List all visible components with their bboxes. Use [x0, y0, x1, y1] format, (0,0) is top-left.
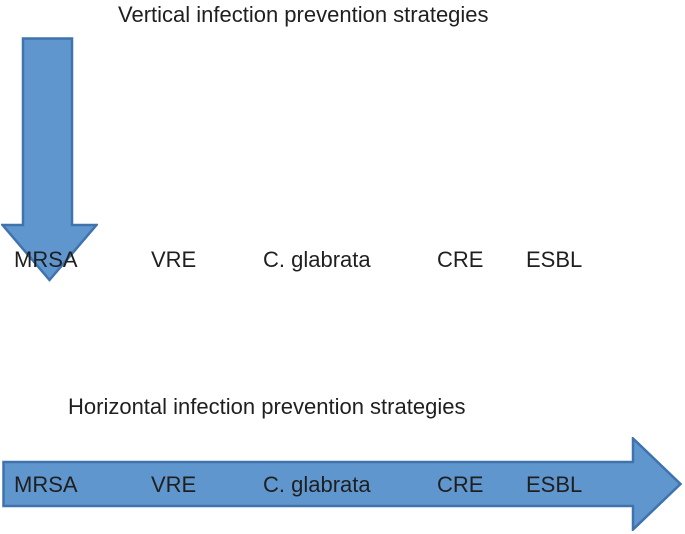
- organism-label-vre: VRE: [151, 472, 197, 497]
- down-arrow-icon: [1, 37, 98, 282]
- right-arrow-shape: [2, 437, 683, 531]
- organism-label-mrsa: MRSA: [14, 472, 78, 497]
- right-arrow-icon: [2, 437, 683, 531]
- organism-label-cre: CRE: [437, 247, 484, 272]
- down-arrow-shape: [1, 37, 98, 282]
- organism-label-esbl: ESBL: [526, 472, 583, 497]
- organism-label-vre: VRE: [151, 247, 197, 272]
- organism-label-c-glabrata: C. glabrata: [263, 247, 371, 272]
- organism-label-mrsa: MRSA: [14, 247, 78, 272]
- horizontal-strategies-title: Horizontal infection prevention strategi…: [68, 394, 466, 419]
- vertical-strategies-title: Vertical infection prevention strategies: [118, 2, 489, 27]
- organism-label-c-glabrata: C. glabrata: [263, 472, 371, 497]
- organism-label-cre: CRE: [437, 472, 484, 497]
- organism-label-esbl: ESBL: [526, 247, 583, 272]
